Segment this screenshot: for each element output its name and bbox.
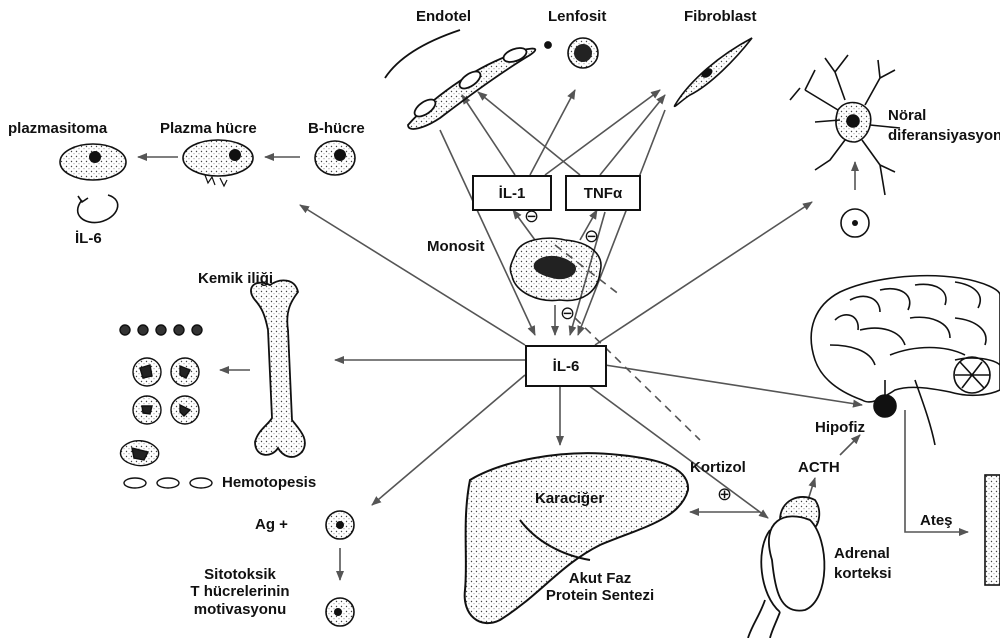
b-cell	[315, 141, 355, 175]
lenfosit-cell	[568, 38, 598, 68]
thermometer-box	[985, 475, 1000, 585]
minus-sign-tnf: ⊖	[584, 226, 599, 247]
endotel-cells	[385, 30, 551, 129]
label-lenfosit: Lenfosit	[548, 8, 606, 25]
label-adrenal-2: korteksi	[834, 565, 892, 582]
label-acth: ACTH	[798, 459, 840, 476]
fibroblast-cell	[674, 38, 752, 106]
blood-cells	[120, 325, 212, 488]
arrow-il1-lenfosit	[530, 90, 575, 175]
label-hemotopesis: Hemotopesis	[222, 474, 316, 491]
label-sitotoksik: Sitotoksik T hücrelerinin motivasyonu	[165, 566, 315, 618]
label-noral-1: Nöral	[888, 107, 926, 124]
bone	[251, 280, 305, 457]
arrow-fibroblast-il6	[578, 110, 665, 335]
plasma-cell	[183, 140, 253, 186]
label-kemik-iligi: Kemik iliği	[198, 270, 273, 287]
label-akut-1: Akut Faz	[520, 570, 680, 587]
tcell	[326, 598, 354, 626]
label-kortizol: Kortizol	[690, 459, 746, 476]
label-plazmasitoma: plazmasitoma	[8, 120, 107, 137]
label-il6-autocrine: İL-6	[75, 230, 102, 247]
arrow-il6-bcell	[300, 205, 525, 345]
arrow-acth-hipofiz	[840, 435, 860, 455]
label-fibroblast: Fibroblast	[684, 8, 757, 25]
label-b-hucre: B-hücre	[308, 120, 365, 137]
monosit-cell	[510, 238, 601, 300]
label-akut: Akut Faz Protein Sentezi	[520, 570, 680, 605]
label-ates: Ateş	[920, 512, 953, 529]
autocrine-loop	[78, 195, 118, 223]
label-sitotoksik-1: Sitotoksik	[165, 566, 315, 583]
ag-cell	[326, 511, 354, 539]
label-adrenal-1: Adrenal	[834, 545, 890, 562]
label-noral-2: diferansiyasyon	[888, 127, 1000, 144]
arrow-tnf-endotel	[478, 92, 580, 175]
minus-sign-il1: ⊖	[524, 206, 539, 227]
label-sitotoksik-3: motivasyonu	[165, 601, 315, 618]
label-hipofiz: Hipofiz	[815, 419, 865, 436]
label-sitotoksik-2: T hücrelerinin	[165, 583, 315, 600]
plus-sign: ⊕	[717, 484, 732, 505]
label-akut-2: Protein Sentezi	[520, 587, 680, 604]
arrow-il1-endotel	[462, 95, 515, 175]
arrow-il6-neural	[595, 202, 812, 345]
minus-sign-il6: ⊖	[560, 303, 575, 324]
il1-box: İL-1	[472, 175, 552, 211]
label-karaciger: Karaciğer	[535, 490, 604, 507]
neural-stem-cell	[841, 209, 869, 237]
label-plazma-hucre: Plazma hücre	[160, 120, 257, 137]
plazmasitoma-cell	[60, 144, 126, 180]
arrow-il1-fibroblast	[545, 90, 660, 175]
tnf-box: TNFα	[565, 175, 641, 211]
adrenal-kidney	[748, 497, 824, 638]
arrow-endotel-il6	[440, 130, 535, 335]
label-ag: Ag +	[255, 516, 288, 533]
label-monosit: Monosit	[427, 238, 485, 255]
label-endotel: Endotel	[416, 8, 471, 25]
il6-box: İL-6	[525, 345, 607, 387]
neuron-cell	[790, 55, 900, 195]
